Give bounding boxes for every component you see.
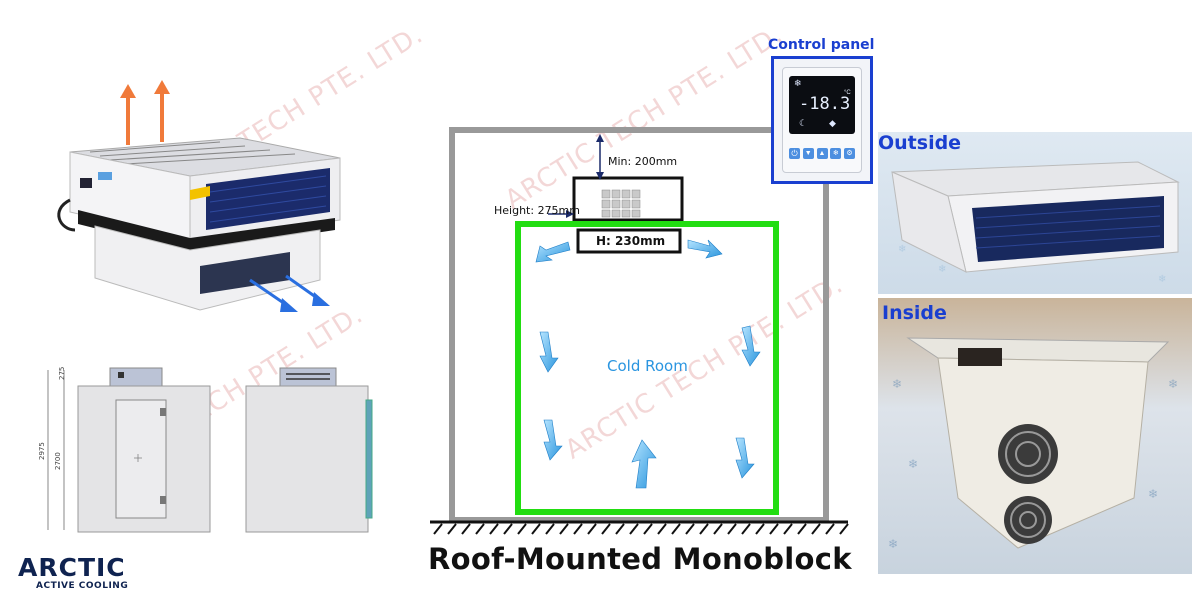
svg-text:❄: ❄ xyxy=(1158,274,1166,285)
min-clearance-label: Min: 200mm xyxy=(608,155,678,168)
power-button[interactable]: ⏻ xyxy=(789,148,800,159)
control-panel-device: ❄ -18.3 °C ☾ ◆ ⏻ ▼ ▲ ❄ ⚙ xyxy=(782,67,862,173)
control-buttons-row: ⏻ ▼ ▲ ❄ ⚙ xyxy=(789,148,855,162)
technical-drawing-front: 275 2975 2700 xyxy=(38,367,211,533)
dim-top-label: 275 xyxy=(58,367,66,380)
inner-height-label: H: 230mm xyxy=(596,234,666,248)
logo-tagline: ACTIVE COOLING xyxy=(36,581,129,591)
monoblock-product-image xyxy=(57,80,341,312)
down-button[interactable]: ▼ xyxy=(802,148,814,159)
control-panel-label: Control panel xyxy=(768,37,875,53)
unit-height-label: Height: 275mm xyxy=(494,204,580,217)
up-button[interactable]: ▲ xyxy=(816,148,828,159)
svg-text:❄: ❄ xyxy=(1168,377,1178,391)
outside-label: Outside xyxy=(878,132,962,154)
svg-text:❄: ❄ xyxy=(1148,487,1158,501)
inside-label: Inside xyxy=(882,302,947,324)
cold-room-label: Cold Room xyxy=(607,357,688,375)
svg-text:❄: ❄ xyxy=(892,377,902,391)
inside-photo: ❄ ❄ ❄ ❄ ❄ Inside xyxy=(878,298,1192,574)
snowflake-icon: ❄ xyxy=(794,78,802,88)
display-temperature: -18.3 xyxy=(799,94,851,114)
defrost-button[interactable]: ❄ xyxy=(830,148,842,159)
control-panel-frame: ❄ -18.3 °C ☾ ◆ ⏻ ▼ ▲ ❄ ⚙ xyxy=(771,56,873,184)
svg-text:❄: ❄ xyxy=(938,264,946,275)
control-panel-display: ❄ -18.3 °C ☾ ◆ xyxy=(789,76,855,134)
temperature-unit: °C xyxy=(844,90,851,96)
logo-wordmark: ARCTIC xyxy=(18,553,126,582)
svg-text:❄: ❄ xyxy=(888,537,898,551)
dim-total-label: 2975 xyxy=(38,442,46,460)
svg-text:❄: ❄ xyxy=(908,457,918,471)
svg-text:❄: ❄ xyxy=(898,244,906,255)
technical-drawing-side xyxy=(245,367,373,533)
diagram-title: Roof-Mounted Monoblock xyxy=(428,542,852,576)
outside-photo: ❄❄ ❄❄ Outside xyxy=(878,132,1192,294)
dim-body-label: 2700 xyxy=(54,452,62,470)
moon-icon: ☾ xyxy=(799,118,808,128)
drop-icon: ◆ xyxy=(829,118,836,128)
set-button[interactable]: ⚙ xyxy=(844,148,855,159)
cold-room-diagram xyxy=(430,127,849,535)
